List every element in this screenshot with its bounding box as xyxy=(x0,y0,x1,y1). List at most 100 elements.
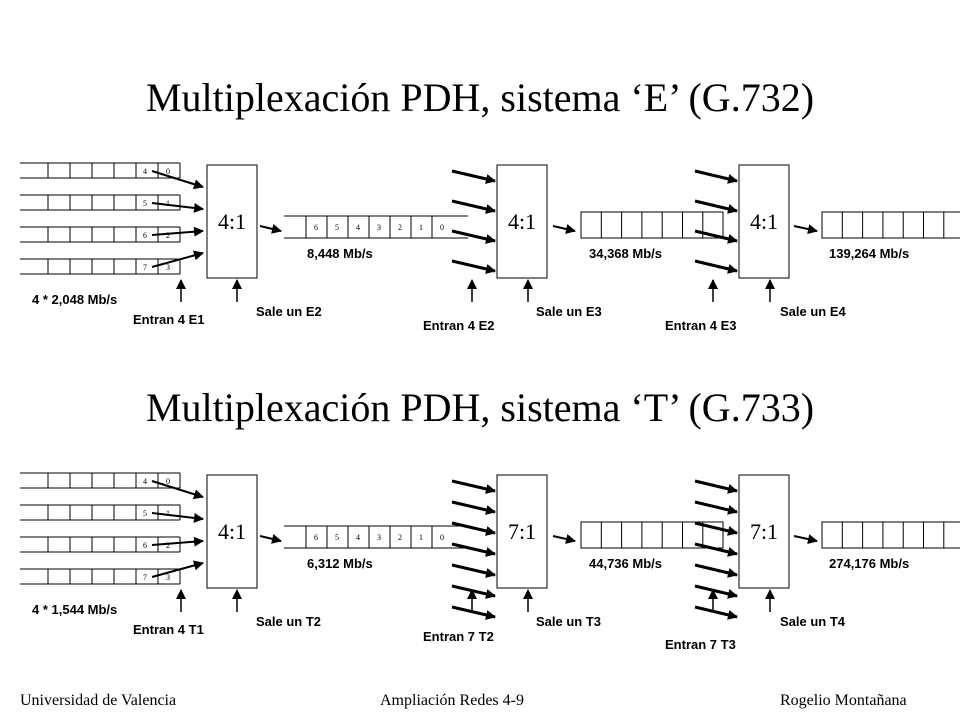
frame-cell-number: 1 xyxy=(419,533,423,542)
tributary-arrow xyxy=(451,169,496,184)
frame-box xyxy=(821,521,960,549)
mux-box xyxy=(206,164,258,279)
frame-box xyxy=(821,211,960,239)
tributary-arrow xyxy=(694,479,738,494)
tributary-arrow xyxy=(694,563,738,578)
exit-label: Sale un T4 xyxy=(780,614,846,629)
tributary-arrow xyxy=(694,229,738,244)
tributary-arrow xyxy=(451,542,496,557)
frame-cell-number: 1 xyxy=(419,223,423,232)
output-arrow xyxy=(793,224,818,234)
tributary-arrow xyxy=(694,542,738,557)
input-cell-number: 4 xyxy=(143,167,147,176)
tributary-arrow xyxy=(451,563,496,578)
frame-cell-number: 2 xyxy=(398,223,402,232)
rate-label: 8,448 Mb/s xyxy=(307,246,373,261)
tributary-arrow xyxy=(694,584,738,599)
tributary-arrow xyxy=(694,259,738,274)
input-cell-number: 5 xyxy=(143,509,147,518)
mux-box xyxy=(738,164,790,279)
input-arrow xyxy=(151,560,204,578)
enter-label: Entran 4 E1 xyxy=(133,312,205,327)
mux-ratio: 4:1 xyxy=(218,519,246,544)
frame-cell-number: 6 xyxy=(314,533,318,542)
input-cell-number: 6 xyxy=(143,541,147,550)
frame-cell-number: 3 xyxy=(377,223,381,232)
tributary-arrow xyxy=(694,521,738,536)
input-arrow xyxy=(151,536,204,547)
exit-label: Sale un E4 xyxy=(780,304,847,319)
tributary-arrow xyxy=(451,229,496,244)
output-arrow xyxy=(793,534,818,544)
input-cell-number: 1 xyxy=(166,199,170,208)
enter-label: Entran 4 T1 xyxy=(133,622,204,637)
input-cell-number: 7 xyxy=(143,573,147,582)
input-rate-label: 4 * 2,048 Mb/s xyxy=(32,292,117,307)
input-cell-number: 6 xyxy=(143,231,147,240)
exit-label: Sale un T2 xyxy=(256,614,321,629)
mux-ratio: 4:1 xyxy=(508,209,536,234)
input-arrow xyxy=(151,226,204,237)
enter-label: Entran 7 T2 xyxy=(423,629,494,644)
tributary-arrow xyxy=(694,169,738,184)
tributary-arrow xyxy=(451,521,496,536)
mux-ratio: 7:1 xyxy=(750,519,778,544)
tributary-arrow xyxy=(451,605,496,620)
input-cell-number: 4 xyxy=(143,477,147,486)
enter-label: Entran 4 E2 xyxy=(423,318,495,333)
input-cell-number: 7 xyxy=(143,263,147,272)
output-arrow xyxy=(552,224,576,234)
exit-label: Sale un T3 xyxy=(536,614,601,629)
input-cell-number: 1 xyxy=(166,509,170,518)
mux-box xyxy=(738,474,790,589)
output-arrow xyxy=(552,534,576,544)
frame-cell-number: 4 xyxy=(356,223,360,232)
tributary-arrow xyxy=(451,584,496,599)
tributary-arrow xyxy=(451,500,496,515)
enter-label: Entran 4 E3 xyxy=(665,318,737,333)
frame-cell-number: 5 xyxy=(335,533,339,542)
tributary-arrow xyxy=(451,199,496,214)
frame-cell-number: 4 xyxy=(356,533,360,542)
input-rate-label: 4 * 1,544 Mb/s xyxy=(32,602,117,617)
input-arrow xyxy=(151,170,204,190)
frame-cell-number: 2 xyxy=(398,533,402,542)
frame-cell-number: 5 xyxy=(335,223,339,232)
title-t: Multiplexación PDH, sistema ‘T’ (G.733) xyxy=(145,385,815,430)
input-cell-number: 3 xyxy=(166,573,170,582)
input-cell-number: 2 xyxy=(166,231,170,240)
frame-box xyxy=(580,211,724,239)
enter-label: Entran 7 T3 xyxy=(665,637,736,652)
output-arrow xyxy=(259,224,282,234)
mux-box xyxy=(496,474,548,589)
rate-label: 139,264 Mb/s xyxy=(829,246,909,261)
tributary-arrow xyxy=(451,479,496,494)
mux-ratio: 4:1 xyxy=(750,209,778,234)
input-cell-number: 0 xyxy=(166,167,170,176)
rate-label: 44,736 Mb/s xyxy=(589,556,662,571)
frame-cell-number: 0 xyxy=(440,533,444,542)
input-cell-number: 0 xyxy=(166,477,170,486)
footer-right: Rogelio Montañana xyxy=(780,692,907,709)
input-cell-number: 5 xyxy=(143,199,147,208)
input-arrow xyxy=(151,250,204,268)
tributary-arrow xyxy=(451,259,496,274)
rate-label: 6,312 Mb/s xyxy=(307,556,373,571)
mux-box xyxy=(496,164,548,279)
input-arrow xyxy=(151,202,204,213)
output-arrow xyxy=(259,534,282,544)
section-e: 4 0 5 1 6 2 7 3 4 * 2,048 Mb/s 4:1 4:1 4:1 6 5 4 3 2 1 0 8,… xyxy=(20,162,960,333)
input-cell-number: 2 xyxy=(166,541,170,550)
tributary-arrow xyxy=(694,605,738,620)
input-arrow xyxy=(151,512,204,523)
frame-cell-number: 6 xyxy=(314,223,318,232)
mux-ratio: 4:1 xyxy=(218,209,246,234)
rate-label: 34,368 Mb/s xyxy=(589,246,662,261)
input-cell-number: 3 xyxy=(166,263,170,272)
rate-label: 274,176 Mb/s xyxy=(829,556,909,571)
frame-cell-number: 0 xyxy=(440,223,444,232)
title-e: Multiplexación PDH, sistema ‘E’ (G.732) xyxy=(145,75,815,120)
